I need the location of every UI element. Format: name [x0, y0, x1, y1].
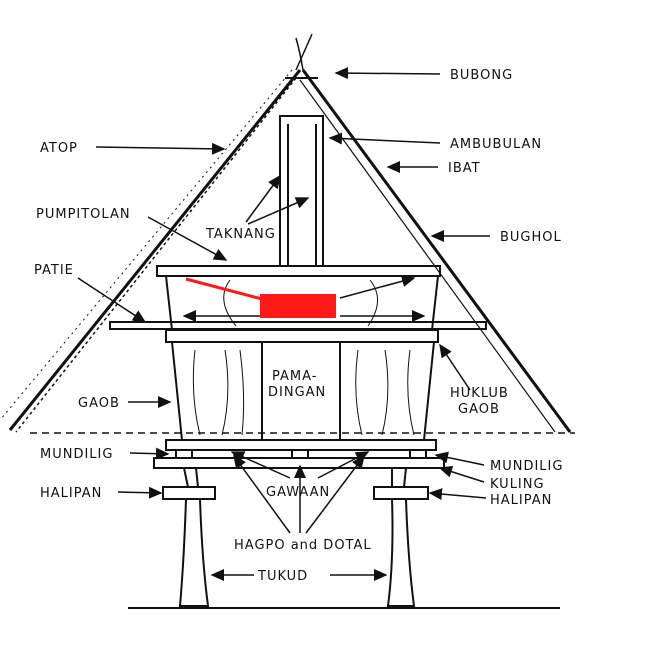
- label-atop: ATOP: [40, 141, 78, 156]
- center-post: [279, 115, 324, 267]
- label-pumpitolan: PUMPITOLAN: [36, 207, 131, 222]
- label-bughol: BUGHOL: [500, 230, 562, 245]
- label-bubong: BUBONG: [450, 68, 513, 83]
- label-tukud: TUKUD: [257, 569, 308, 584]
- label-gawaan: GAWAAN: [266, 485, 330, 500]
- leader-lines: [77, 67, 490, 581]
- label-gaob: GAOB: [78, 396, 120, 411]
- label-ibat: IBAT: [448, 161, 481, 176]
- upper-beam: [156, 265, 441, 277]
- label-pamadingan-1: PAMA-: [272, 369, 317, 384]
- redaction-pointer: [185, 277, 263, 301]
- label-huklub: HUKLUB: [450, 386, 509, 401]
- redaction-box: [260, 294, 336, 318]
- label-mundilig-right: MUNDILIG: [490, 459, 563, 474]
- posts: [162, 467, 429, 607]
- label-hagpo: HAGPO and DOTAL: [234, 538, 372, 553]
- floor-structure: [153, 439, 445, 469]
- label-ambubulan: AMBUBULAN: [450, 137, 542, 152]
- label-halipan-right: HALIPAN: [490, 493, 552, 508]
- label-taknang: TAKNANG: [205, 227, 276, 242]
- label-kuling: KULING: [490, 477, 545, 492]
- roof-finial: [285, 33, 318, 79]
- label-huklub-gaob: GAOB: [458, 402, 500, 417]
- patie-beam: [109, 321, 487, 330]
- label-mundilig-left: MUNDILIG: [40, 447, 113, 462]
- label-pamadingan-2: DINGAN: [268, 385, 326, 400]
- label-halipan-left: HALIPAN: [40, 486, 102, 501]
- label-patie: PATIE: [34, 263, 74, 278]
